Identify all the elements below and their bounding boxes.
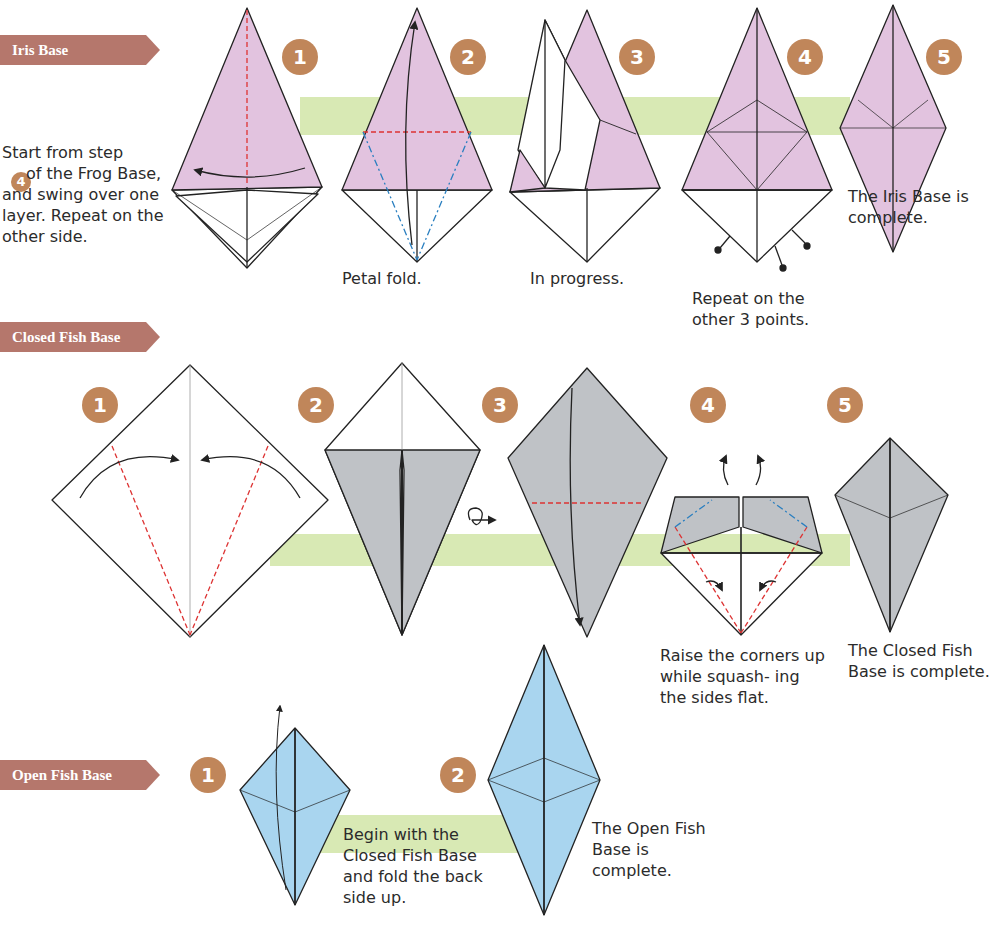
instruction-text: Petal fold. bbox=[342, 268, 492, 289]
callout-number: 2 bbox=[450, 39, 486, 75]
instruction-text: Start from step bbox=[2, 142, 172, 163]
instruction-text: Begin with the Closed Fish Base and fold… bbox=[343, 824, 493, 908]
instruction-text: The Iris Base is complete. bbox=[848, 186, 988, 228]
instruction-text: The Closed Fish Base is complete. bbox=[848, 640, 996, 682]
step-number: 1 bbox=[190, 757, 226, 793]
step-number: 1 bbox=[82, 387, 118, 423]
section-banner: Open Fish Base bbox=[0, 760, 160, 790]
instruction-text: Raise the corners up while squash- ing t… bbox=[660, 645, 828, 708]
callout-number: 4 bbox=[690, 387, 726, 423]
step-number: 4 bbox=[690, 387, 726, 423]
step-number: 5 bbox=[827, 387, 863, 423]
section-banner: Iris Base bbox=[0, 35, 160, 65]
callout-number: 1 bbox=[82, 387, 118, 423]
instruction-text: Repeat on the other 3 points. bbox=[692, 288, 837, 330]
callout-number: 4 bbox=[787, 39, 823, 75]
instruction-text: The Open Fish Base is complete. bbox=[592, 818, 712, 881]
callout-number: 1 bbox=[190, 757, 226, 793]
callout-number: 1 bbox=[282, 39, 318, 75]
callout-number: 3 bbox=[482, 387, 518, 423]
section-banner: Closed Fish Base bbox=[0, 322, 160, 352]
step-number: 3 bbox=[482, 387, 518, 423]
step-number: 2 bbox=[450, 39, 486, 75]
step-number: 5 bbox=[926, 39, 962, 75]
callout-number: 5 bbox=[926, 39, 962, 75]
callout-number: 3 bbox=[619, 39, 655, 75]
instruction-text: In progress. bbox=[530, 268, 680, 289]
section-title: Iris Base bbox=[0, 35, 160, 59]
step-number: 4 bbox=[787, 39, 823, 75]
callout-number: 2 bbox=[440, 757, 476, 793]
step-number: 2 bbox=[440, 757, 476, 793]
section-title: Open Fish Base bbox=[0, 760, 160, 784]
callout-number: 5 bbox=[827, 387, 863, 423]
step-number: 2 bbox=[298, 387, 334, 423]
step-number: 3 bbox=[619, 39, 655, 75]
step-number: 1 bbox=[282, 39, 318, 75]
section-title: Closed Fish Base bbox=[0, 322, 160, 346]
instruction-text: of the Frog Base, and swing over one lay… bbox=[2, 163, 167, 247]
callout-number: 2 bbox=[298, 387, 334, 423]
